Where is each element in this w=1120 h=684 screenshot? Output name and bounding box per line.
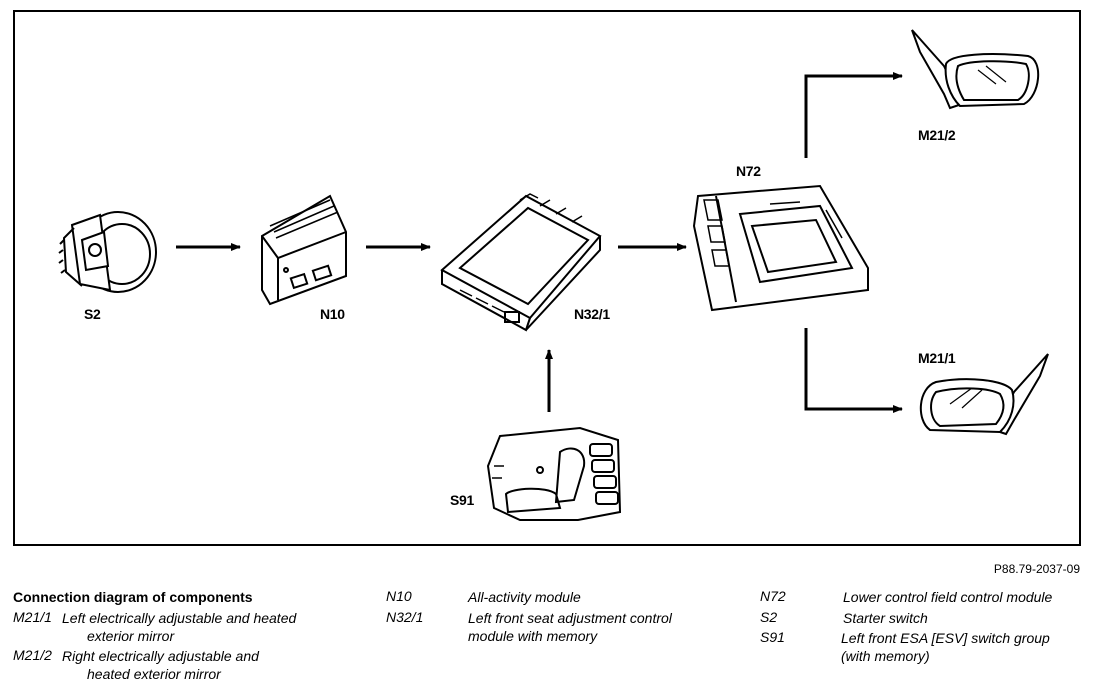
seat-control-module-illustration	[440, 193, 602, 332]
legend-text-s91-b: (with memory)	[841, 648, 930, 664]
label-n72: N72	[736, 163, 761, 179]
legend-title: Connection diagram of components	[13, 589, 253, 605]
starter-switch-illustration	[58, 211, 157, 293]
legend-text-s2: Starter switch	[843, 610, 928, 626]
left-mirror-illustration	[919, 353, 1049, 436]
all-activity-module-illustration	[261, 194, 347, 306]
legend-code-s2: S2	[760, 609, 778, 625]
right-mirror-illustration	[911, 29, 1040, 110]
label-n10: N10	[320, 306, 345, 322]
legend-code-n32-1: N32/1	[386, 609, 424, 625]
legend-code-s91: S91	[760, 629, 785, 645]
legend-text-n32-1-b: module with memory	[468, 628, 598, 644]
legend-text-m21-2-b: heated exterior mirror	[87, 666, 221, 682]
legend-code-m21-1: M21/1	[13, 609, 52, 625]
label-m21-2: M21/2	[918, 127, 956, 143]
legend-code-n72: N72	[760, 588, 786, 604]
label-n32-1: N32/1	[574, 306, 610, 322]
arrow-n72-m21-1	[804, 328, 903, 413]
label-m21-1: M21/1	[918, 350, 956, 366]
seat-switch-group-illustration	[486, 426, 622, 521]
label-s91: S91	[450, 492, 475, 508]
figure-reference: P88.79-2037-09	[993, 562, 1080, 576]
legend-text-s91-a: Left front ESA [ESV] switch group	[841, 630, 1050, 646]
lower-control-field-module-illustration	[692, 184, 869, 312]
legend-code-n10: N10	[386, 588, 412, 604]
legend-text-n10: All-activity module	[468, 589, 581, 605]
legend-text-m21-1-b: exterior mirror	[87, 628, 175, 644]
legend-text-m21-2-a: Right electrically adjustable and	[62, 648, 259, 664]
legend-text-n72: Lower control field control module	[843, 589, 1053, 605]
legend-code-m21-2: M21/2	[13, 647, 52, 663]
legend-text-n32-1-a: Left front seat adjustment control	[468, 610, 672, 626]
label-s2: S2	[84, 306, 101, 322]
diagram-frame	[13, 10, 1081, 546]
legend-text-m21-1-a: Left electrically adjustable and heated	[62, 610, 297, 626]
arrow-n72-m21-2	[804, 72, 903, 158]
